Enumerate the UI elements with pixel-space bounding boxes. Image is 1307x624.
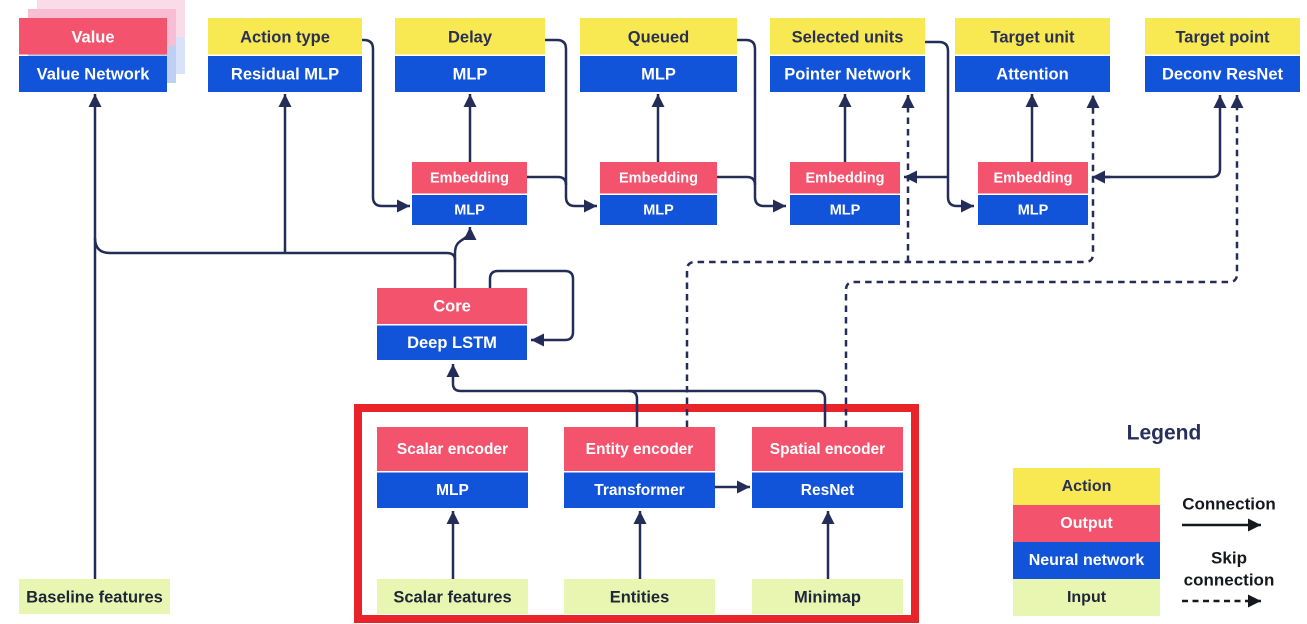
head-block-selected-units: Selected units Pointer Network [770,18,925,92]
connection-lstm-loop [488,269,575,347]
network-label: MLP [830,203,861,219]
connection-embedding4-to-target-point [1100,95,1227,179]
encoder-block-entity: Entity encoder Transformer [564,427,715,508]
network-label: Transformer [594,482,684,499]
legend-label-output: Output [1060,515,1113,532]
embedding-block-3: Embedding MLP [790,162,900,225]
embedding-label: Embedding [619,171,698,187]
embedding-block-4: Embedding MLP [978,162,1088,225]
input-label: Baseline features [26,589,163,607]
connection-selected-units-to-embedding4 [925,40,974,213]
network-label: MLP [454,203,485,219]
legend-skip-label-1: Skip [1211,549,1247,568]
head-label: Selected units [792,29,904,47]
legend-skip-label-2: connection [1184,571,1275,590]
connection-encoders-to-core [446,364,827,427]
head-label: Action type [240,29,330,47]
encoder-block-spatial: Spatial encoder ResNet [752,427,903,508]
network-label: Deep LSTM [407,334,497,352]
core-label: Core [433,298,471,316]
head-label: Queued [628,29,689,47]
network-label: MLP [1018,203,1049,219]
head-block-target-point: Target point Deconv ResNet [1145,18,1300,92]
embedding-label: Embedding [806,171,885,187]
legend-label-action: Action [1062,478,1112,495]
legend-swatch-action [1013,468,1160,505]
skip-connection-spatial-to-deconv-resnet [844,95,1244,427]
network-label: Deconv ResNet [1162,66,1284,84]
legend-title: Legend [1127,422,1202,445]
input-label: Minimap [794,589,861,607]
encoder-block-scalar: Scalar encoder MLP [377,427,528,508]
head-label: Value [71,29,114,47]
encoder-label: Spatial encoder [770,441,885,458]
legend-swatch-output [1013,505,1160,542]
network-label: Value Network [37,66,151,84]
head-block-queued: Queued MLP [580,18,737,92]
connection-core-to-embedding1 [453,226,477,254]
embedding-label: Embedding [430,171,509,187]
head-label: Delay [448,29,493,47]
embedding-block-1: Embedding MLP [412,162,527,225]
embedding-block-2: Embedding MLP [600,162,717,225]
head-label: Target unit [990,29,1075,47]
network-label: Residual MLP [231,66,339,84]
network-label: Pointer Network [784,66,911,84]
connections [88,38,1244,579]
input-block-scalar-features: Scalar features [377,579,528,614]
network-label: MLP [641,66,676,84]
network-label: MLP [436,482,469,499]
connection-action-type-to-embedding1 [362,38,410,213]
encoder-label: Scalar encoder [397,441,508,458]
legend-swatch-neural-network [1013,542,1160,579]
legend-connection-label: Connection [1182,495,1276,514]
head-block-value: Value Value Network [19,18,167,92]
head-block-target-unit: Target unit Attention [955,18,1110,92]
input-block-minimap: Minimap [752,579,903,614]
legend-label-neural-network: Neural network [1029,552,1145,569]
legend-swatch-input [1013,579,1160,616]
network-label: MLP [643,203,674,219]
embedding-label: Embedding [994,171,1073,187]
connection-queued-to-embedding3 [737,38,786,213]
input-label: Entities [610,589,670,607]
head-block-action-type: Action type Residual MLP [208,18,362,92]
core-block: Core Deep LSTM [377,288,527,360]
network-label: ResNet [801,482,854,499]
connection-delay-to-embedding2 [545,38,597,213]
input-block-baseline-features: Baseline features [19,579,170,614]
input-block-entities: Entities [564,579,715,614]
legend: Legend Action Output Neural network Inpu… [1013,422,1276,616]
encoder-label: Entity encoder [586,441,694,458]
network-label: Attention [996,66,1068,84]
head-block-delay: Delay MLP [395,18,545,92]
skip-connection-entity-to-attention [685,95,1100,427]
network-label: MLP [453,66,488,84]
input-label: Scalar features [393,589,511,607]
legend-label-input: Input [1067,589,1107,606]
head-label: Target point [1175,29,1270,47]
